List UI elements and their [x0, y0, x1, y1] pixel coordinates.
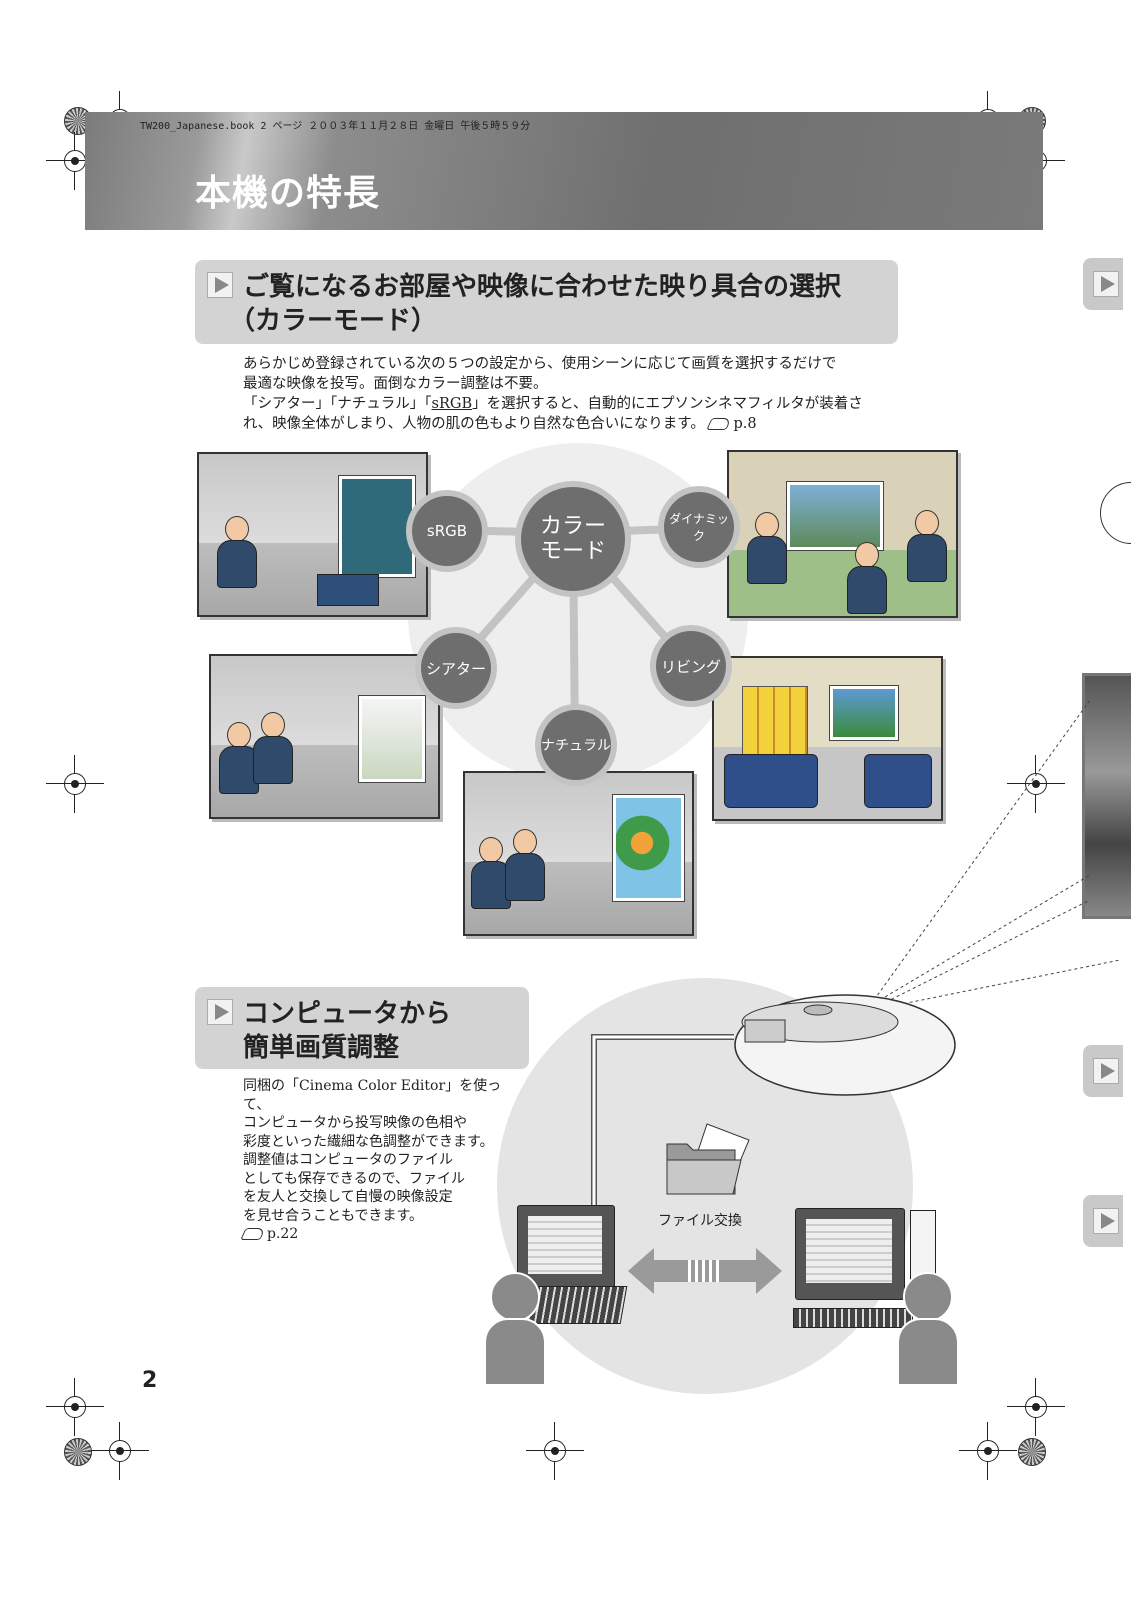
avatar-head [903, 1272, 953, 1322]
laptop-screen [528, 1216, 602, 1274]
text-line: 同梱の「Cinema Color Editor」を使って、 [243, 1078, 502, 1113]
page-title: 本機の特長 [195, 173, 381, 214]
user-avatar-left [484, 1272, 546, 1386]
crop-mark-icon [1007, 755, 1065, 813]
scene-laptop [317, 574, 379, 606]
play-icon [1093, 1058, 1119, 1084]
text-line: 彩度といった繊細な色調整ができます。 [243, 1133, 494, 1150]
text-line: を友人と交換して自慢の映像設定 [243, 1189, 453, 1205]
scene-person [217, 516, 257, 588]
avatar-body [897, 1318, 959, 1386]
scene-person [847, 542, 887, 614]
scene-sofa [724, 754, 818, 808]
scene-shelf [742, 686, 808, 758]
section-pc-adjust-title: コンピュータから [243, 999, 452, 1029]
scene-person [253, 712, 293, 784]
scene-natural [463, 771, 694, 936]
section-pc-adjust-banner: コンピュータから 簡単画質調整 [195, 987, 529, 1069]
crop-mark-icon [526, 1422, 584, 1480]
color-mode-living[interactable]: リビング [656, 631, 726, 701]
play-icon [1093, 1208, 1119, 1234]
color-mode-theater[interactable]: シアター [421, 633, 491, 703]
scene-living [712, 656, 943, 821]
file-exchange-label: ファイル交換 [658, 1213, 742, 1229]
crop-mark-icon [959, 1422, 1017, 1480]
reference-link[interactable]: p.22 [267, 1226, 299, 1242]
scene-person [471, 837, 511, 909]
exchange-arrow-icon [628, 1248, 782, 1294]
header-band [85, 112, 1043, 230]
text-line: 調整値はコンピュータのファイル [243, 1152, 453, 1168]
laptop-icon [517, 1205, 615, 1289]
play-icon [207, 272, 233, 298]
scene-person [505, 829, 545, 901]
color-mode-center-line1: カラー [539, 514, 606, 539]
scene-screen [613, 795, 684, 901]
scene-dynamic [727, 450, 958, 618]
side-screen-photo [1082, 673, 1131, 919]
desktop-keyboard [793, 1308, 913, 1328]
section-pc-adjust-subtitle: 簡単画質調整 [243, 1033, 400, 1063]
text-line: p.22 [240, 1225, 518, 1244]
reference-link[interactable]: p.8 [733, 416, 757, 432]
text-line: あらかじめ登録されている次の５つの設定から、使用シーンに応じて画質を選択するだけ… [243, 356, 837, 372]
crop-mark-icon [91, 1422, 149, 1480]
section-pc-adjust-text: 同梱の「Cinema Color Editor」を使って、 コンピュータから投写… [240, 1077, 518, 1244]
scene-person [747, 512, 787, 584]
crop-mark-icon [46, 1378, 104, 1436]
text-line: を見せ合うこともできます。 [243, 1207, 424, 1224]
text-line: れ、映像全体がしまり、人物の肌の色もより自然な色合いになります。 p.8 [243, 414, 893, 434]
text-segment: 」を選択すると、自動的にエプソンシネマフィルタが装着さ [472, 396, 863, 412]
section-colormode-banner: ご覧になるお部屋や映像に合わせた映り具合の選択 （カラーモード） [195, 260, 898, 344]
section-colormode-title: ご覧になるお部屋や映像に合わせた映り具合の選択 [243, 272, 842, 302]
text-line: 「シアター」「ナチュラル」「sRGB」を選択すると、自動的にエプソンシネマフィル… [243, 394, 893, 414]
text-segment: 「シアター」「ナチュラル」「 [243, 396, 432, 412]
color-mode-center-line2: モード [539, 539, 606, 564]
crop-mark-icon [46, 755, 104, 813]
scene-screen [787, 482, 883, 550]
avatar-body [484, 1318, 546, 1386]
color-mode-natural[interactable]: ナチュラル [541, 710, 611, 780]
scene-person [219, 722, 259, 794]
srgb-link[interactable]: sRGB [431, 396, 473, 412]
registration-dial-icon [1018, 1438, 1046, 1466]
book-info: TW200_Japanese.book 2 ページ ２００３年１１月２８日 金曜… [140, 121, 531, 132]
text-segment: れ、映像全体がしまり、人物の肌の色もより自然な色合いになります。 [243, 416, 705, 432]
page-number: 2 [142, 1368, 158, 1393]
color-mode-center: カラー モード [521, 487, 625, 591]
desktop-screen [806, 1219, 892, 1283]
desktop-monitor-icon [795, 1208, 905, 1300]
text-line: コンピュータから投写映像の色相や [243, 1115, 467, 1131]
crop-mark-icon [1007, 1378, 1065, 1436]
scene-sofa [864, 754, 932, 808]
color-mode-dynamic[interactable]: ダイナミック [664, 492, 734, 562]
text-line: 最適な映像を投写。面倒なカラー調整は不要。 [243, 376, 548, 392]
user-avatar-right [897, 1272, 959, 1386]
registration-dial-icon [64, 1438, 92, 1466]
side-tab[interactable] [1083, 1045, 1123, 1097]
play-icon [207, 999, 233, 1025]
scene-screen [359, 696, 425, 782]
side-tab[interactable] [1083, 258, 1123, 310]
text-line: としても保存できるので、ファイル [243, 1170, 466, 1187]
scene-theater [209, 654, 440, 819]
scene-person [907, 510, 947, 582]
play-icon [1093, 271, 1119, 297]
scene-screen [830, 686, 898, 740]
folder-icon [666, 1123, 750, 1195]
color-mode-srgb[interactable]: sRGB [412, 496, 482, 566]
side-tab[interactable] [1083, 1195, 1123, 1247]
avatar-head [490, 1272, 540, 1322]
section-colormode-subtitle: （カラーモード） [229, 306, 438, 336]
section-colormode-text: あらかじめ登録されている次の５つの設定から、使用シーンに応じて画質を選択するだけ… [243, 354, 893, 434]
